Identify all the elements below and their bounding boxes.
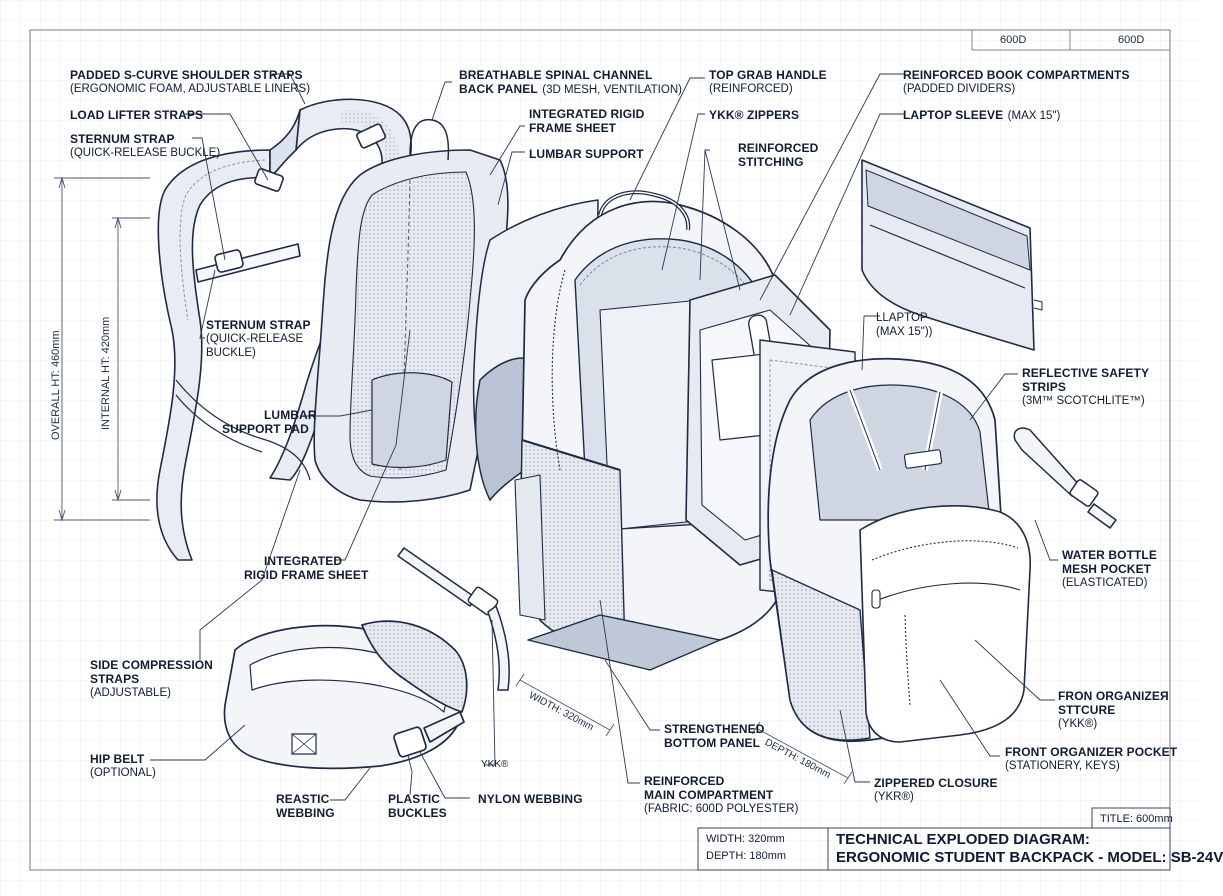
top-title-cells: [971, 29, 1171, 51]
top-cell-2: 600D: [1118, 34, 1145, 46]
label-reflective-strips: REFLECTIVE SAFETY STRIPS (3M™ SCOTCHLITE…: [1022, 366, 1150, 407]
overall-height-dimension: OVERALL HT: 460mm: [50, 330, 62, 440]
back-panel: [313, 118, 509, 503]
label-side-compression-straps: SIDE COMPRESSION STRAPS (ADJUSTABLE): [90, 658, 213, 699]
label-top-grab-handle: TOP GRAB HANDLE (REINFORCED): [709, 68, 827, 95]
book-compartment-panel: [861, 159, 1043, 351]
label-load-lifter: LOAD LIFTER STRAPS: [70, 108, 204, 122]
label-hip-belt: HIP BELT (OPTIONAL): [90, 752, 156, 779]
label-reinforced-stitching: REINFORCED STITCHING: [738, 141, 819, 169]
label-ykk-small: YKK®: [481, 759, 509, 770]
label-lumbar-support-pad: LUMBAR SUPPORT PAD: [222, 408, 317, 436]
label-organizer-structure: FRON ORGANIZEЯ STTCURE (YKK®): [1058, 689, 1169, 730]
height-dimension-lines: [54, 176, 150, 522]
label-laptop-sleeve: LAPTOP SLEEVE (MAX 15"): [903, 108, 1061, 122]
title-block-width: WIDTH: 320mm: [706, 833, 785, 845]
leader-lines: [150, 73, 1058, 801]
label-water-bottle-pocket: WATER BOTTLE MESH POCKET (ELASTICATED): [1062, 548, 1157, 589]
label-sternum-strap-top: STERNUM STRAP (QUICK-RELEASE BUCKLE): [70, 132, 221, 159]
label-integrated-frame-top: INTEGRATED RIGID FRAME SHEET: [529, 107, 645, 135]
label-shoulder-straps: PADDED S-CURVE SHOULDER STRAPS (ERGONOMI…: [70, 68, 311, 95]
label-main-compartment: REINFORCED MAIN COMPARTMENT (FABRIC: 600…: [644, 774, 799, 815]
label-strengthened-bottom-panel: STRENGTHENED BOTTOM PANEL: [664, 722, 765, 750]
label-sternum-strap-mid: STERNUM STRAP (QUICK-RELEASE BUCKLE): [206, 318, 311, 359]
label-ykk-zippers: YKK® ZIPPERS: [709, 108, 800, 122]
title-block-depth: DEPTH: 180mm: [706, 850, 787, 862]
label-plastic-buckles: PLASTIC BUCKLES: [388, 792, 447, 820]
front-pocket-unit: [767, 357, 1031, 743]
side-compression-strap: [1013, 427, 1117, 529]
internal-height-dimension: INTERNAL HT: 420mm: [100, 316, 112, 430]
label-book-compartments: REINFORCED BOOK COMPARTMENTS (PADDED DIV…: [903, 68, 1130, 95]
label-laptop-small: LLAPTOP (MAX 15")): [876, 312, 933, 338]
label-elastic-webbing: REASTIC WEBBING: [276, 792, 335, 820]
title-height-cell: TITLE: 600mm: [1100, 813, 1173, 825]
sheet-border: [29, 29, 1171, 871]
diagram-title-line1: TECHNICAL EXPLODED DIAGRAM:: [836, 831, 1090, 848]
label-nylon-webbing: NYLON WEBBING: [478, 792, 583, 806]
title-block-frame: [697, 807, 1171, 871]
label-front-organizer-pocket: FRONT ORGANIZER POCKET (STATIONERY, KEYS…: [1005, 745, 1178, 772]
label-lumbar-support: LUMBAR SUPPORT: [529, 147, 644, 161]
width-depth-markers: [515, 673, 853, 785]
nylon-webbing-strap: [397, 547, 510, 691]
label-breathable-back-panel: BREATHABLE SPINAL CHANNEL BACK PANEL (3D…: [459, 68, 682, 96]
label-integrated-frame-bottom: INTEGRATED RIGID FRAME SHEET: [244, 554, 369, 582]
label-zippered-closure: ZIPPERED CLOSURE (YKR®): [874, 776, 998, 803]
top-cell-1: 600D: [1000, 34, 1027, 46]
diagram-title-line2: ERGONOMIC STUDENT BACKPACK - MODEL: SB-2…: [836, 849, 1223, 866]
hip-belt: [223, 620, 468, 770]
